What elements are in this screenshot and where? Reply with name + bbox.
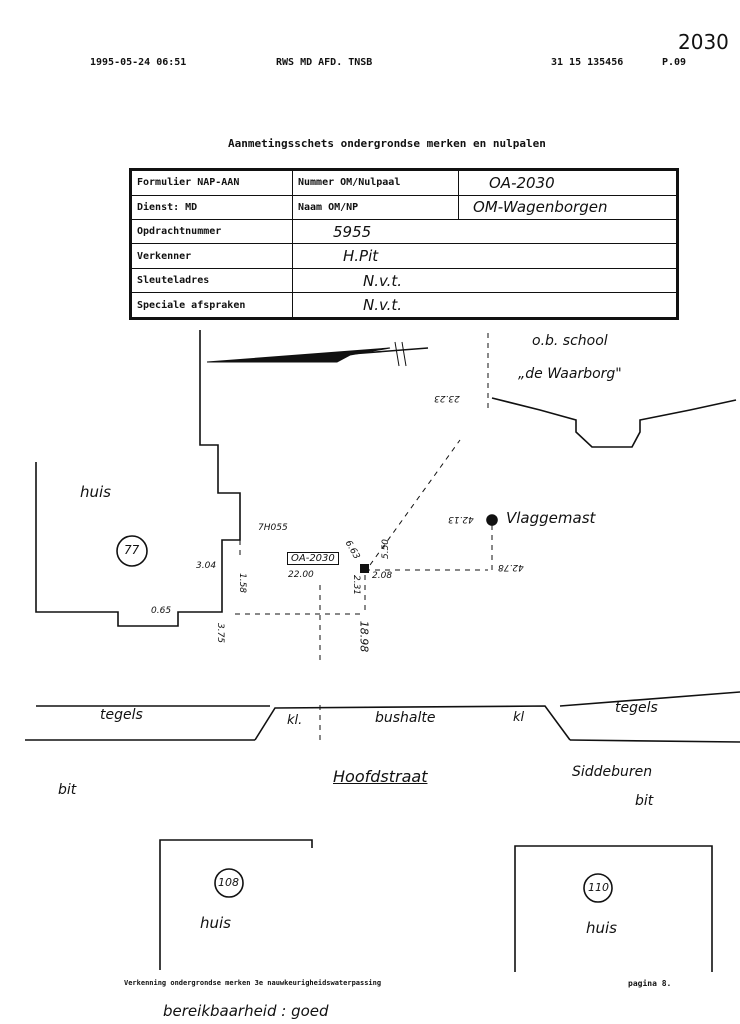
bit-right-label: bit — [635, 793, 654, 809]
street-name: Hoofdstraat — [333, 767, 428, 786]
form-value: 5955 — [292, 218, 678, 245]
form-row: Sleuteladres N.v.t. — [130, 267, 678, 294]
kl-right-label: kl — [513, 710, 525, 725]
dist-158: 1.58 — [237, 572, 248, 594]
bus-stop-bay — [254, 705, 571, 741]
form-mid-label: Naam OM/NP — [292, 194, 459, 221]
dist-550: 5.50 — [381, 538, 392, 560]
form-label: Speciale afspraken — [130, 292, 293, 319]
house-108-circle — [214, 868, 244, 898]
form-table: Formulier NAP-AAN Nummer OM/Nulpaal OA-2… — [129, 168, 679, 320]
dist-231: 2.31 — [351, 574, 362, 596]
dist-school: 23.23 — [434, 393, 460, 403]
marker-label: OA-2030 — [287, 552, 339, 565]
house-77-circle — [116, 535, 148, 567]
kl-left-label: kl. — [287, 713, 303, 728]
form-row: Speciale afspraken N.v.t. — [130, 292, 678, 319]
document-number: 2030 — [678, 30, 729, 54]
form-value: OM-Wagenborgen — [458, 194, 678, 221]
dist-1898: 18.98 — [357, 620, 371, 653]
house-110-outline — [514, 845, 713, 972]
tiles-right-label: tegels — [615, 700, 658, 716]
footer-title: Verkenning ondergrondse merken 3e nauwke… — [124, 979, 382, 987]
fax-page: P.09 — [662, 57, 687, 68]
school-name: „de Waarborg" — [518, 366, 622, 382]
school-label: o.b. school — [532, 333, 608, 349]
dist-flag-1: 42.13 — [448, 514, 474, 524]
dist-2200: 22.00 — [288, 570, 314, 580]
house-108-number: 108 — [218, 876, 239, 889]
direction-label: Siddeburen — [572, 764, 653, 780]
form-value: N.v.t. — [292, 292, 678, 319]
form-row: Verkenner H.Pit — [130, 243, 678, 269]
flagpole-symbol — [486, 514, 498, 526]
footer-page: pagina 8. — [628, 979, 672, 988]
form-label: Formulier NAP-AAN — [130, 169, 293, 196]
form-value: N.v.t. — [292, 267, 678, 294]
fax-sender: RWS MD AFD. TNSB — [276, 57, 373, 68]
dist-304: 3.04 — [196, 561, 217, 571]
dist-065: 0.65 — [151, 606, 172, 616]
dist-375: 3.75 — [215, 622, 226, 644]
house-77-number: 77 — [124, 543, 140, 557]
house-108-outline — [159, 839, 313, 970]
bit-left-label: bit — [58, 782, 77, 798]
fax-number: 31 15 135456 — [551, 57, 624, 68]
form-label: Sleuteladres — [130, 267, 293, 294]
house-110-number: 110 — [588, 881, 609, 894]
accessibility-note: bereikbaarheid : goed — [163, 1002, 329, 1020]
tag-7h055: 7H055 — [258, 523, 288, 533]
left-building-outline — [35, 330, 241, 627]
dist-208: 2.08 — [372, 571, 393, 581]
house-110-label: huis — [586, 919, 617, 937]
dist-flag-2: 42.78 — [498, 562, 524, 572]
marker-point — [360, 564, 369, 573]
bus-stop-label: bushalte — [375, 710, 436, 726]
page-title: Aanmetingsschets ondergrondse merken en … — [228, 137, 546, 150]
form-row: Dienst: MD Naam OM/NP OM-Wagenborgen — [130, 194, 678, 221]
flagpole-label: Vlaggemast — [506, 509, 596, 527]
house-left-label: huis — [80, 483, 111, 501]
fax-datetime: 1995-05-24 06:51 — [90, 57, 187, 68]
school-wall — [491, 397, 737, 448]
house-110-circle — [583, 873, 613, 903]
tiles-left-label: tegels — [100, 707, 143, 723]
form-label: Dienst: MD — [130, 194, 293, 221]
north-arrow — [206, 347, 391, 363]
house-108-label: huis — [200, 914, 231, 932]
